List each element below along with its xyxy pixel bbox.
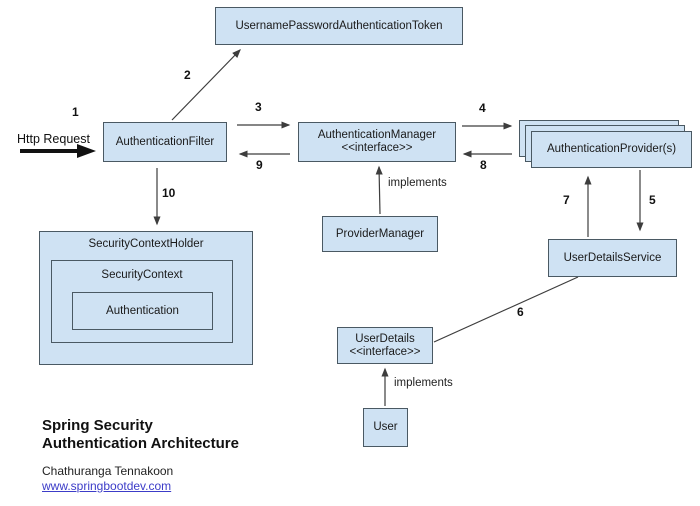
node-authentication-filter: AuthenticationFilter	[103, 122, 227, 162]
step-number-7: 7	[563, 193, 570, 207]
website-link[interactable]: www.springbootdev.com	[42, 479, 172, 493]
node-label: UsernamePasswordAuthenticationToken	[235, 19, 443, 32]
step-number-8: 8	[480, 158, 487, 172]
step-number-5: 5	[649, 193, 656, 207]
node-label: Authentication	[106, 304, 179, 317]
node-authentication: Authentication	[72, 292, 213, 330]
node-label: AuthenticationProvider(s)	[546, 143, 677, 155]
node-label: ProviderManager	[335, 227, 425, 240]
node-label: SecurityContextHolder	[88, 238, 204, 250]
node-authentication-manager: AuthenticationManager <<interface>>	[298, 122, 456, 162]
step-number-4: 4	[479, 101, 486, 115]
node-user-details: UserDetails <<interface>>	[337, 327, 433, 364]
node-label: SecurityContext	[101, 269, 183, 281]
step-number-2: 2	[184, 68, 191, 82]
step-number-3: 3	[255, 100, 262, 114]
connector-implements-manager	[375, 165, 383, 215]
implements-label-manager: implements	[388, 177, 447, 189]
step-number-1: 1	[72, 105, 79, 119]
node-authentication-providers: AuthenticationProvider(s)	[531, 131, 692, 168]
node-label: UserDetails	[355, 332, 415, 345]
diagram-title-line1: Spring Security	[42, 417, 153, 434]
http-request-arrow	[20, 144, 96, 158]
node-label: User	[373, 421, 398, 433]
node-stereotype: <<interface>>	[349, 345, 421, 358]
node-provider-manager: ProviderManager	[322, 216, 438, 252]
http-request-label: Http Request	[17, 132, 90, 146]
step-number-10: 10	[162, 186, 176, 200]
node-user-details-service: UserDetailsService	[548, 239, 677, 277]
node-label: UserDetailsService	[563, 251, 662, 264]
node-user: User	[363, 408, 408, 447]
step-number-6: 6	[517, 305, 524, 319]
author-name: Chathuranga Tennakoon	[42, 464, 174, 478]
diagram-title: Spring Security Authentication Architect…	[42, 417, 239, 453]
node-label: AuthenticationManager	[317, 129, 437, 141]
implements-label-user: implements	[394, 377, 453, 389]
node-label: AuthenticationFilter	[115, 135, 215, 148]
node-username-password-authentication-token: UsernamePasswordAuthenticationToken	[215, 7, 463, 45]
connector-6	[433, 276, 579, 343]
node-stereotype: <<interface>>	[341, 142, 413, 154]
diagram-title-line2: Authentication Architecture	[42, 435, 239, 452]
connector-2	[171, 49, 241, 121]
step-number-9: 9	[256, 158, 263, 172]
